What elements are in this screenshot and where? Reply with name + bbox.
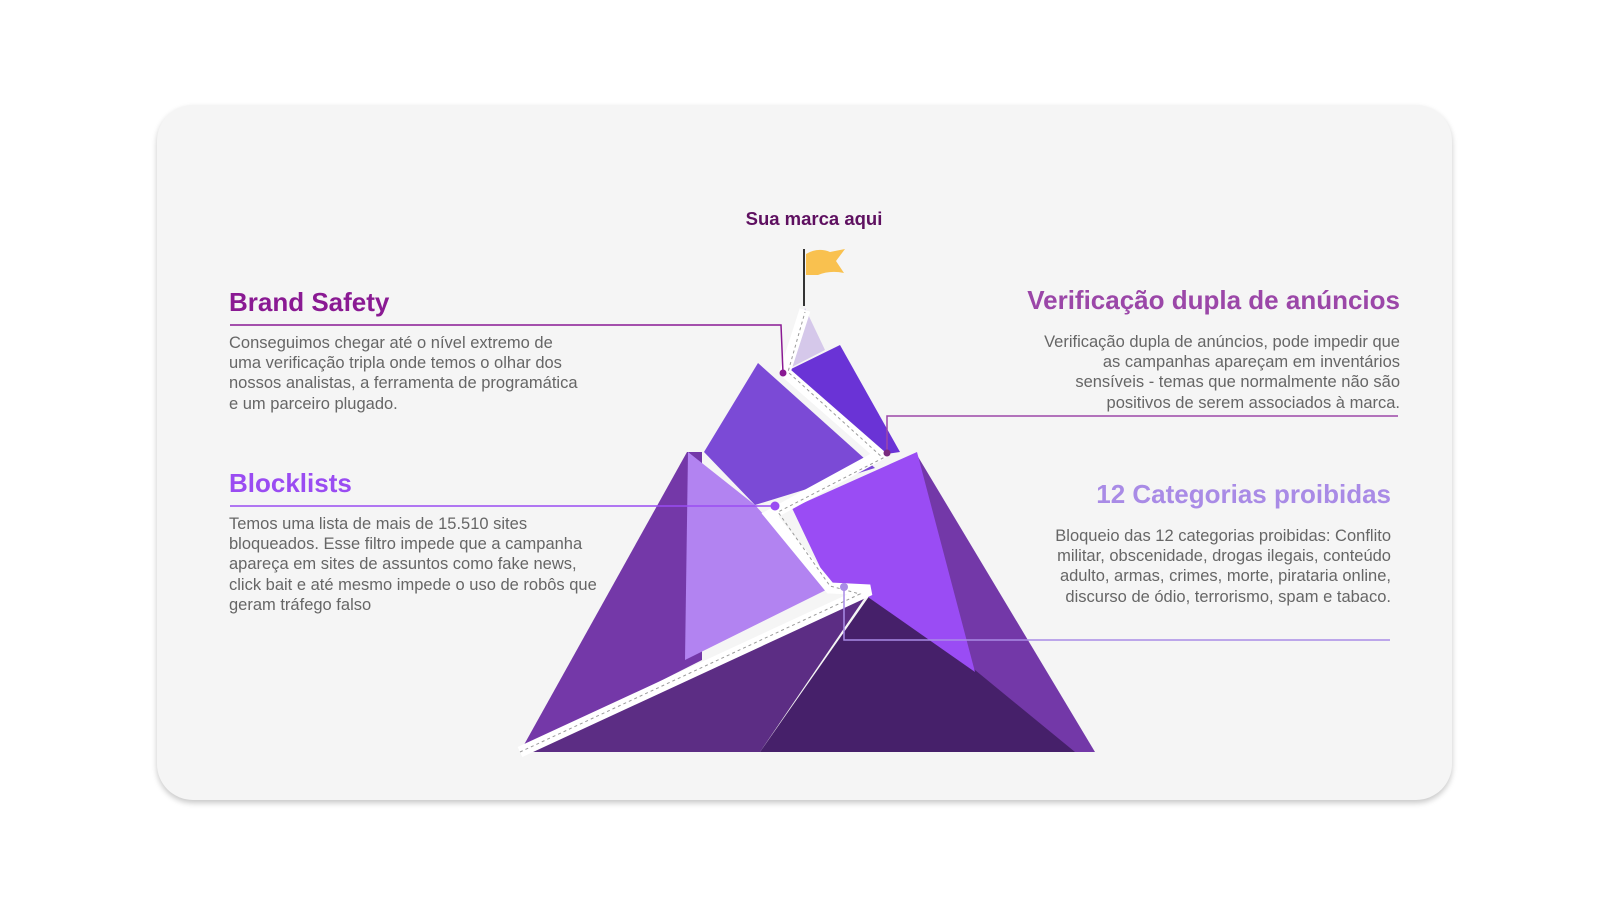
summit-path-dashes	[519, 311, 884, 753]
infographic-card	[157, 105, 1452, 800]
categorias-text: Bloqueio das 12 categorias proibidas: Co…	[1055, 527, 1391, 606]
mountain-bright-facet	[792, 452, 975, 672]
connector-brand-safety	[230, 324, 784, 374]
flag-icon	[806, 249, 845, 275]
mountain-diagram	[230, 249, 1398, 757]
connector-categorias	[843, 587, 1390, 641]
mountain-peak	[790, 308, 825, 368]
categorias-title: 12 Categorias proibidas	[1096, 479, 1391, 509]
mountain-bottom-right	[760, 595, 1075, 752]
blocklists-text: Temos uma lista de mais de 15.510 sites …	[229, 515, 597, 614]
dupla-title: Verificação dupla de anúncios	[1027, 285, 1400, 315]
connector-dot-categorias	[840, 583, 848, 591]
connector-dupla	[886, 415, 1398, 453]
mountain-light-facet	[685, 452, 830, 660]
brand-safety-title: Brand Safety	[229, 287, 390, 317]
brand-safety-text: Conseguimos chegar até o nível extremo d…	[229, 334, 578, 413]
dupla-text: Verificação dupla de anúncios, pode impe…	[1044, 333, 1400, 412]
mountain-right-face	[917, 455, 1095, 752]
connector-dot-dupla	[883, 449, 891, 457]
summit-label: Sua marca aqui	[745, 208, 883, 229]
mountain-left-face	[520, 452, 702, 752]
mountain-upper-facet	[704, 363, 875, 505]
connector-dot-brand-safety	[779, 369, 787, 377]
connector-dot-blocklists	[770, 501, 780, 511]
mountain-top-facet	[785, 345, 900, 455]
blocklists-title: Blocklists	[229, 468, 352, 498]
